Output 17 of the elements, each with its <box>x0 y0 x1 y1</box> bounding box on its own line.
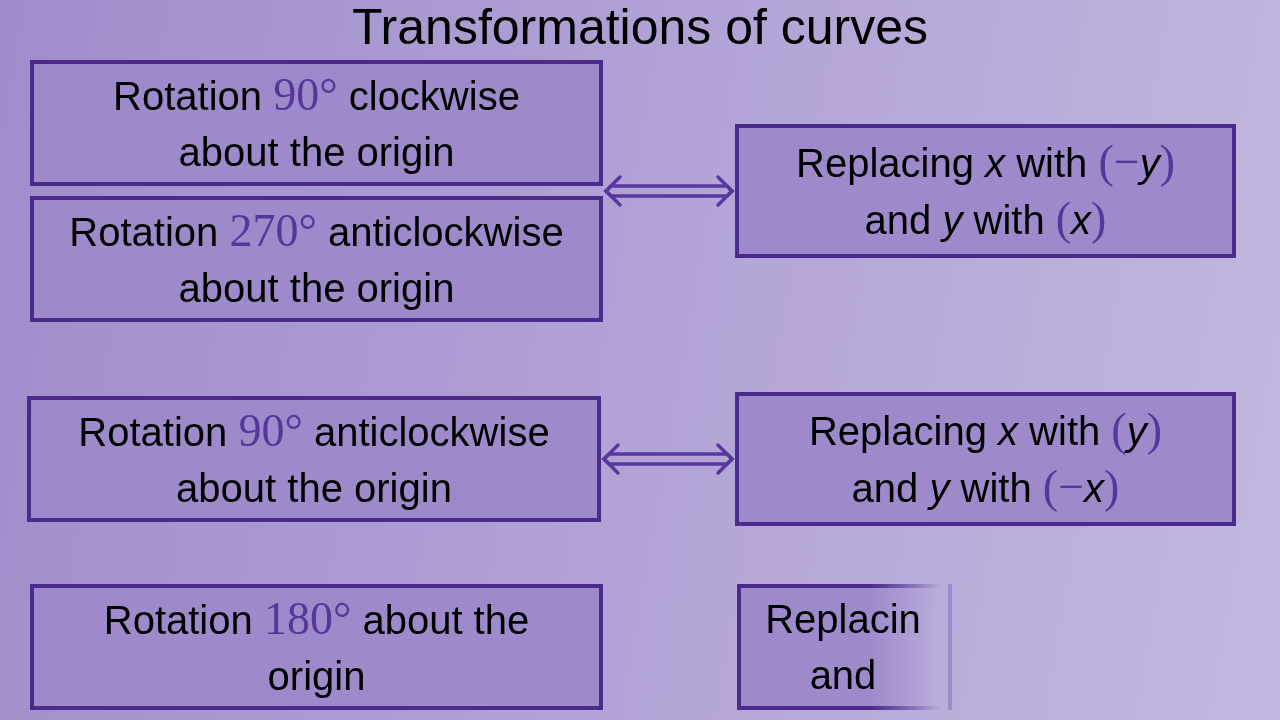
transformation-text: Replacin and <box>764 596 922 699</box>
transformation-box <box>30 584 603 710</box>
transformation-box <box>30 196 603 322</box>
transformation-box <box>27 396 601 522</box>
transformation-text: Rotation 270° anticlockwise about the origin <box>68 203 565 312</box>
transformation-text: Replacing x with (y) and y with (−x) <box>808 403 1163 514</box>
double-arrow <box>601 443 735 475</box>
double-arrow <box>603 175 735 207</box>
transformation-text: Replacing x with (−y) and y with (x) <box>795 135 1176 246</box>
transformation-box <box>735 392 1236 526</box>
transformation-text: Rotation 90° clockwise about the origin <box>112 67 521 176</box>
transformation-box <box>737 584 952 710</box>
transformation-box <box>735 124 1236 258</box>
transformation-text: Rotation 180° about the origin <box>102 591 531 700</box>
transformation-text: Rotation 90° anticlockwise about the origin <box>77 403 551 512</box>
slide-title: Transformations of curves <box>351 0 929 54</box>
transformation-box <box>30 60 603 186</box>
